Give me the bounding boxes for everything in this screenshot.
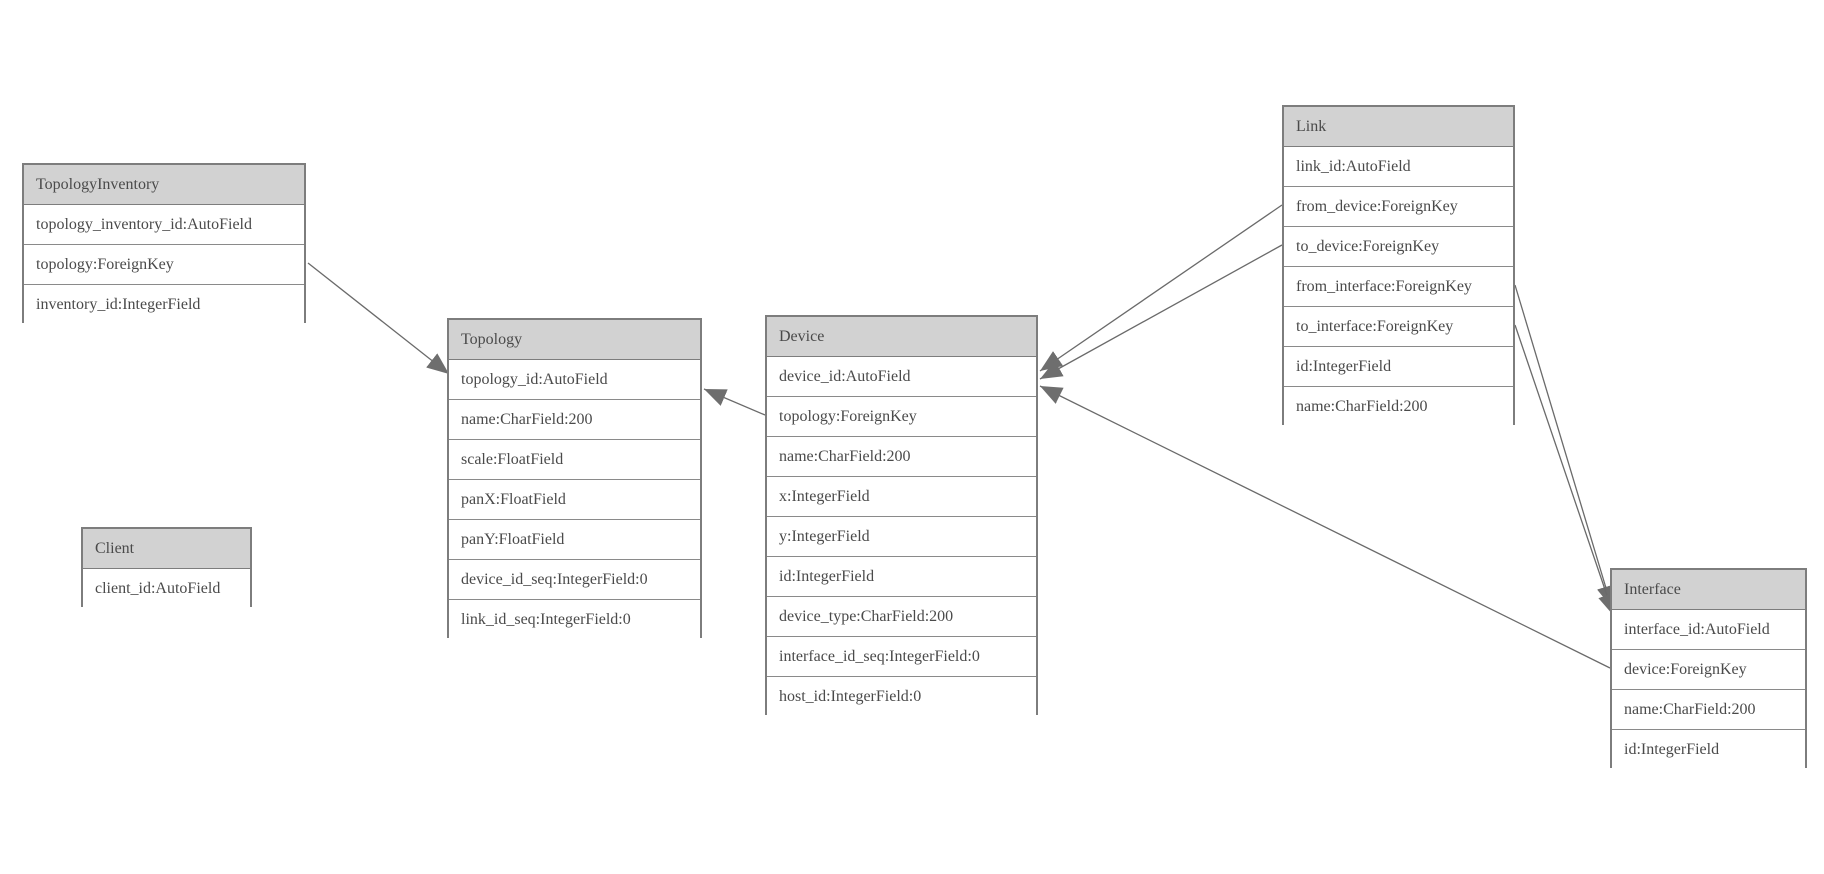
entity-title-topologyinventory: TopologyInventory xyxy=(24,165,304,205)
entity-field-device-topology: topology:ForeignKey xyxy=(767,397,1036,437)
entity-field-device-device-type: device_type:CharField:200 xyxy=(767,597,1036,637)
entity-title-device: Device xyxy=(767,317,1036,357)
relation-topologyinventory-topology-to-topology xyxy=(307,262,450,375)
entity-field-link-link-id: link_id:AutoField xyxy=(1284,147,1513,187)
entity-field-link-from-device: from_device:ForeignKey xyxy=(1284,187,1513,227)
entity-field-device-device-id: device_id:AutoField xyxy=(767,357,1036,397)
entity-field-topologyinventory-inventory-id: inventory_id:IntegerField xyxy=(24,285,304,325)
entity-field-device-y: y:IntegerField xyxy=(767,517,1036,557)
relation-device-topology-to-topology xyxy=(703,388,766,416)
entity-field-device-name: name:CharField:200 xyxy=(767,437,1036,477)
entity-field-link-to-device: to_device:ForeignKey xyxy=(1284,227,1513,267)
entity-title-interface: Interface xyxy=(1612,570,1805,610)
entity-field-link-to-interface: to_interface:ForeignKey xyxy=(1284,307,1513,347)
entity-field-interface-device: device:ForeignKey xyxy=(1612,650,1805,690)
entity-field-link-from-interface: from_interface:ForeignKey xyxy=(1284,267,1513,307)
entity-field-link-name: name:CharField:200 xyxy=(1284,387,1513,427)
entity-field-client-client-id: client_id:AutoField xyxy=(83,569,250,609)
entity-field-topology-panx: panX:FloatField xyxy=(449,480,700,520)
relation-link-from-interface-to-interface xyxy=(1514,284,1615,609)
entity-field-topology-topology-id: topology_id:AutoField xyxy=(449,360,700,400)
entity-field-interface-interface-id: interface_id:AutoField xyxy=(1612,610,1805,650)
entity-field-topologyinventory-topology: topology:ForeignKey xyxy=(24,245,304,285)
entity-field-link-id: id:IntegerField xyxy=(1284,347,1513,387)
entity-field-interface-name: name:CharField:200 xyxy=(1612,690,1805,730)
entity-field-topology-scale: scale:FloatField xyxy=(449,440,700,480)
entity-field-device-id: id:IntegerField xyxy=(767,557,1036,597)
entity-field-topology-device-id-seq: device_id_seq:IntegerField:0 xyxy=(449,560,700,600)
entity-field-interface-id: id:IntegerField xyxy=(1612,730,1805,770)
entity-field-device-host-id: host_id:IntegerField:0 xyxy=(767,677,1036,717)
entity-field-device-x: x:IntegerField xyxy=(767,477,1036,517)
relation-link-to-interface-to-interface xyxy=(1514,324,1616,617)
entity-field-topology-name: name:CharField:200 xyxy=(449,400,700,440)
relation-link-from-device-to-device xyxy=(1039,204,1283,372)
relation-link-to-device-to-device xyxy=(1039,244,1283,380)
entity-title-topology: Topology xyxy=(449,320,700,360)
relation-interface-device-to-device xyxy=(1039,385,1611,669)
entity-field-device-interface-id-seq: interface_id_seq:IntegerField:0 xyxy=(767,637,1036,677)
entity-field-topology-link-id-seq: link_id_seq:IntegerField:0 xyxy=(449,600,700,640)
entity-title-link: Link xyxy=(1284,107,1513,147)
entity-title-client: Client xyxy=(83,529,250,569)
entity-field-topologyinventory-topology-inventory-id: topology_inventory_id:AutoField xyxy=(24,205,304,245)
entity-field-topology-pany: panY:FloatField xyxy=(449,520,700,560)
